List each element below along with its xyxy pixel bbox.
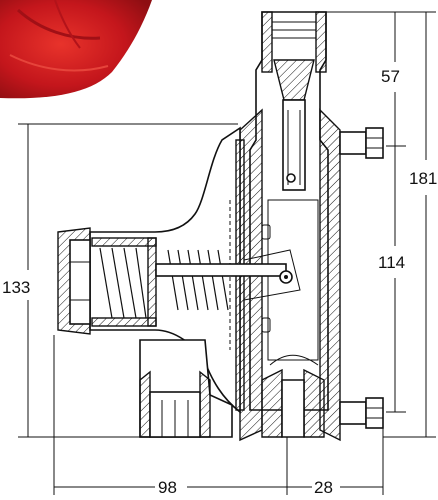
dim-28: 28 — [314, 478, 333, 495]
dim-114: 114 — [378, 253, 405, 272]
red-product-photo — [0, 0, 152, 99]
lower-base — [139, 339, 233, 438]
dimension-labels: 57 181 114 133 98 28 — [2, 67, 437, 497]
dim-181: 181 — [409, 169, 437, 188]
dim-133: 133 — [2, 278, 30, 297]
dim-57: 57 — [381, 67, 400, 86]
valve-body — [239, 11, 341, 442]
dim-98: 98 — [158, 478, 177, 495]
flange-bolts — [339, 127, 384, 429]
dimension-lines — [18, 11, 436, 495]
